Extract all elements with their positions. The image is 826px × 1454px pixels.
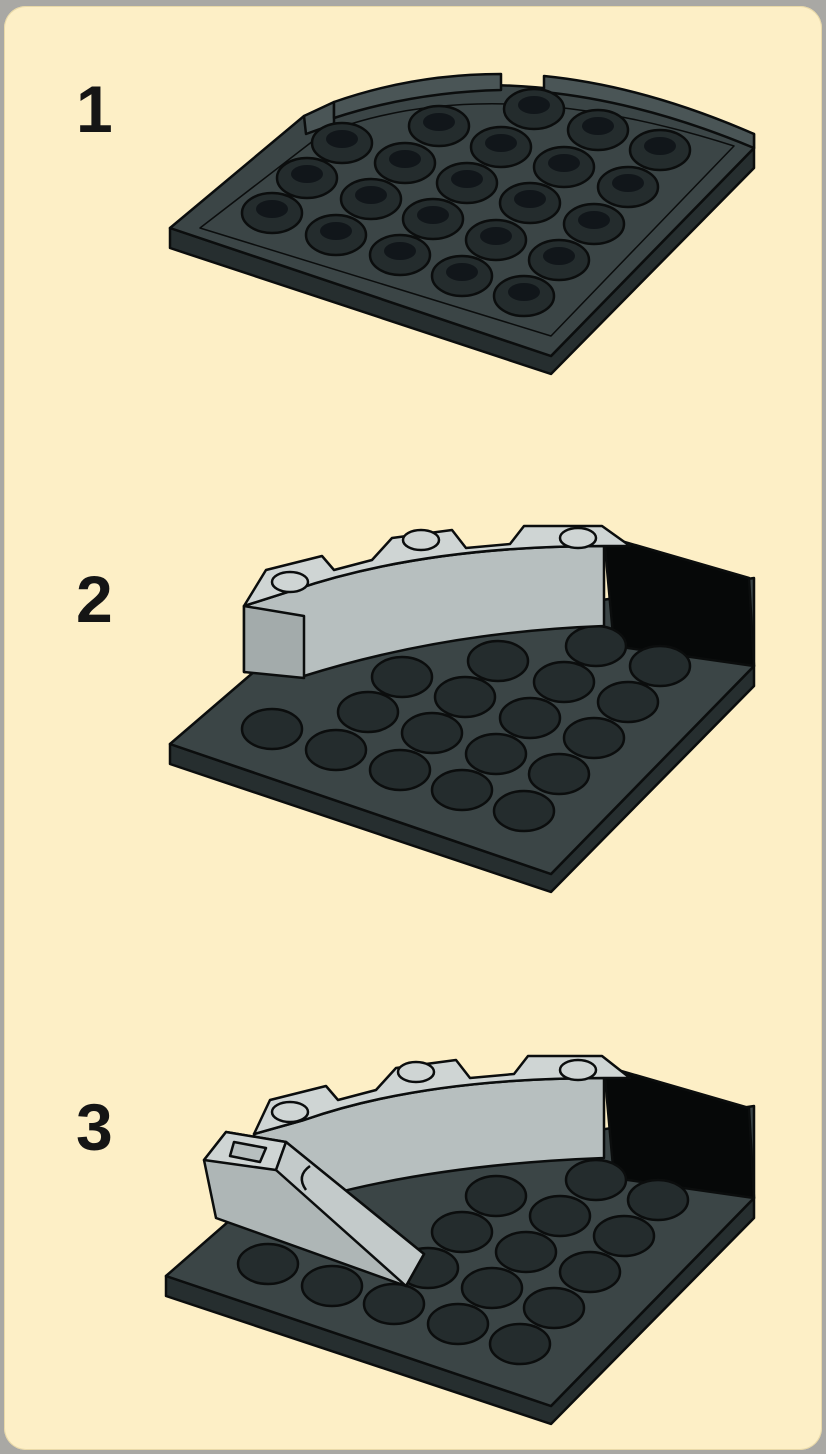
- curved-baseplate-illustration: [4, 6, 822, 466]
- baseplate-with-arch-illustration: [4, 486, 822, 946]
- step-3: 3: [4, 986, 822, 1446]
- step-1: 1: [4, 6, 822, 466]
- baseplate-with-arch-and-slope-illustration: [4, 986, 822, 1446]
- instruction-panel: 1: [4, 6, 822, 1450]
- step-2: 2: [4, 486, 822, 946]
